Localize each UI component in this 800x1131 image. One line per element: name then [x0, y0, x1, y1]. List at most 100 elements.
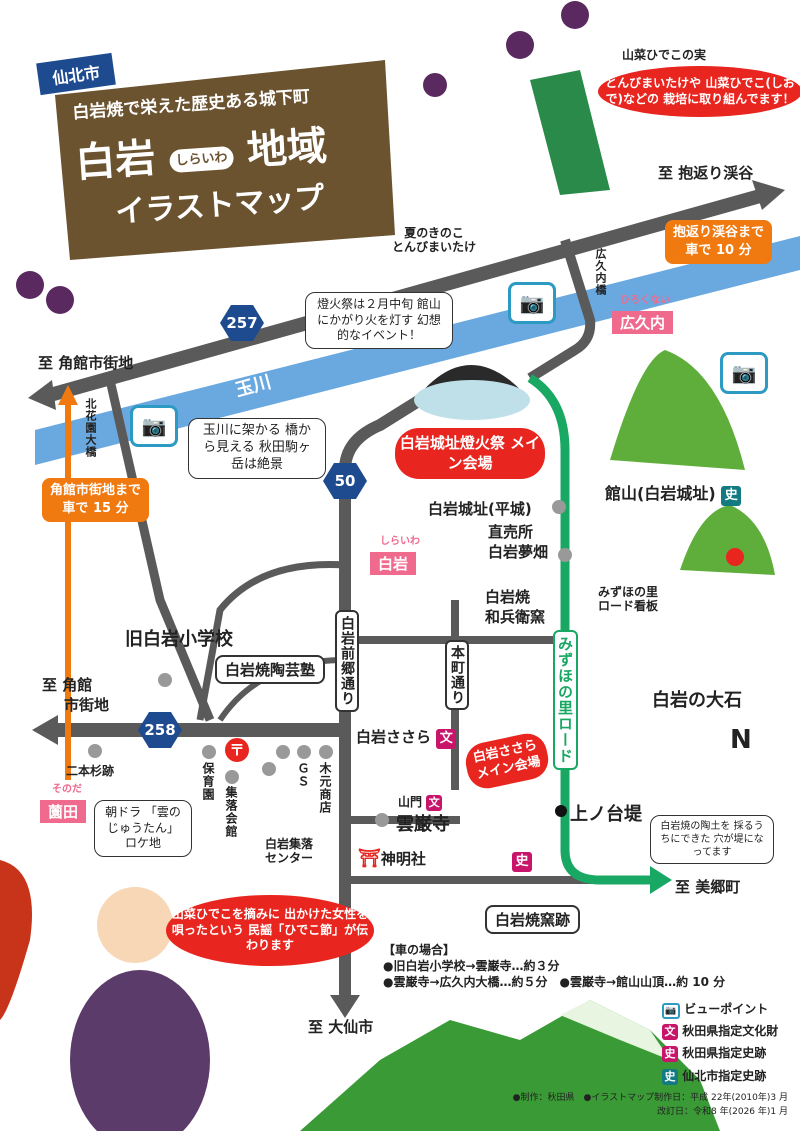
post-office-icon: 〒	[225, 738, 249, 762]
old-school-label: 旧白岩小学校	[125, 629, 233, 650]
viewpoint-camera-icon[interactable]: 📷	[130, 405, 178, 447]
grape-illustration	[16, 271, 44, 299]
chokubai-label: 直売所白岩夢畑	[488, 523, 548, 562]
kamamoto-line1: 白岩焼	[485, 588, 531, 606]
center-dot[interactable]	[262, 762, 276, 776]
street	[196, 561, 346, 721]
center-line1: 白岩集落	[265, 837, 314, 851]
unganji-dot[interactable]	[375, 813, 389, 827]
city-historic-site-icon: 史	[662, 1068, 678, 1085]
kakunodate-time-line2: 車で 15 分	[62, 501, 129, 517]
prefectural-cultural-property-icon: 文	[426, 795, 443, 811]
nihonsugi-label: 二本杉跡	[66, 764, 115, 778]
oishi-hill	[680, 505, 775, 575]
mizuho-sign-line2: ロード看板	[598, 599, 659, 614]
castle-site-dot[interactable]	[552, 500, 566, 514]
kitahanazono-bridge-label: 北花園大橋	[84, 398, 97, 458]
dakigaeri-time-box: 抱返り渓谷まで車で 10 分	[665, 220, 773, 265]
sanmon-label: 山門 文	[398, 793, 443, 811]
arrow-right-icon	[650, 866, 672, 894]
dakigaeri-time-line2: 車で 10 分	[685, 243, 752, 259]
direction-kakunodate-mid: 至 角館市街地	[42, 676, 109, 715]
kamamoto-label: 白岩焼和兵衛窯	[485, 588, 545, 627]
credits-made: ●イラストマップ制作日：平成 22年(2010年)3 月	[583, 1093, 788, 1103]
prefectural-historic-site-icon: 史	[512, 852, 532, 872]
car-info-line23: ●雲巌寺→広久内大橋…約５分 ●雲巌寺→館山山頂…約 10 分	[383, 974, 725, 990]
credits: ●制作：秋田県 ●イラストマップ制作日：平成 22年(2010年)3 月 改訂日…	[488, 1092, 788, 1119]
legend-item-city-historic: 史 仙北市指定史跡	[662, 1065, 778, 1087]
credits-maker: ●制作：秋田県	[512, 1093, 575, 1103]
grape-illustration	[561, 1, 589, 29]
chokubai-dot[interactable]	[558, 548, 572, 562]
kimoto-label: 木元商店	[318, 762, 332, 814]
arrow-left-icon	[32, 715, 58, 745]
tateyama-mountain	[610, 350, 745, 470]
woman-illustration	[70, 970, 210, 1131]
honmachi-street-label: 本町通り	[445, 640, 469, 710]
hoikuen-label: 保育園	[201, 762, 215, 801]
direction-misato: 至 美郷町	[675, 878, 741, 896]
old-school-dot[interactable]	[158, 673, 172, 687]
festival-main-bubble: 白岩城址燈火祭 メイン会場	[395, 428, 545, 479]
gs-label: ＧＳ	[296, 762, 310, 788]
mizuho-road-label: みずほの里ロード	[553, 630, 578, 770]
unganji-label: 雲巌寺	[396, 814, 450, 835]
tateyama-name: 館山(白岩城址)	[605, 484, 716, 503]
shinmeisha-name: 神明社	[380, 850, 426, 868]
shukai-dot[interactable]	[225, 770, 239, 784]
title-chiiki: 地域	[245, 123, 329, 175]
sanmon-name: 山門	[398, 795, 423, 809]
car-info-heading: 【車の場合】	[383, 943, 456, 957]
hoikuen-dot[interactable]	[202, 745, 216, 759]
hirokunai-area-label: 広久内	[612, 311, 674, 334]
city-historic-site-icon: 史	[721, 486, 742, 506]
kakunodate-time-line1: 角館市街地まで	[50, 483, 142, 498]
shiraiwa-reading: しらいわ	[380, 536, 420, 547]
direction-kakunodate-top: 至 角館市街地	[38, 354, 134, 372]
kaminodai-dot[interactable]	[555, 805, 567, 817]
car-info: 【車の場合】 ●旧白岩小学校→雲巌寺…約３分 ●雲巌寺→広久内大橋…約５分 ●雲…	[383, 942, 725, 991]
viewpoint-camera-icon[interactable]: 📷	[720, 352, 768, 394]
legend-label: 仙北市指定史跡	[682, 1068, 767, 1083]
camera-icon: 📷	[662, 1003, 680, 1019]
credits-line1: ●制作：秋田県 ●イラストマップ制作日：平成 22年(2010年)3 月	[488, 1092, 788, 1106]
grape-illustration	[46, 286, 74, 314]
sansai-label: 山菜ひでこの実	[622, 48, 707, 62]
kakunodate-time-box: 角館市街地まで車で 15 分	[42, 478, 150, 523]
car-info-line3: ●雲巌寺→館山山頂…約 10 分	[559, 975, 726, 990]
castle-site-label: 白岩城址(平城)	[428, 500, 532, 518]
kinoko-label: 夏のきのことんびまいたけ	[392, 226, 476, 255]
arrow-down-icon	[330, 995, 360, 1018]
bridge-view-bubble: 玉川に架かる 橋から見える 秋田駒ヶ岳は絶景	[188, 418, 326, 479]
tateyama-label: 館山(白岩城址) 史	[605, 480, 742, 506]
gs-dot[interactable]	[297, 745, 311, 759]
pottery-school-dot[interactable]	[276, 745, 290, 759]
shukai-label: 集落会館	[224, 786, 238, 838]
hirokunai-reading: ひろくない	[620, 295, 670, 306]
tamagawa-river	[35, 236, 800, 465]
woman-face	[97, 887, 173, 963]
oishi-label: 白岩の大石	[652, 690, 742, 711]
dakigaeri-time-line1: 抱返り渓谷まで	[673, 225, 765, 240]
shiraiwa-area-label: 白岩	[370, 552, 417, 575]
mizuho-road	[527, 374, 655, 885]
sasara-name: 白岩ささら	[356, 728, 432, 746]
pottery-school-label: 白岩焼陶芸塾	[215, 655, 326, 684]
mizuho-sign-line1: みずほの里	[598, 585, 659, 599]
viewpoint-camera-icon[interactable]: 📷	[508, 282, 556, 324]
prefectural-cultural-property-icon: 文	[662, 1024, 678, 1041]
north-indicator: N	[730, 725, 752, 755]
arrow-left-icon	[28, 380, 56, 410]
kimoto-dot[interactable]	[319, 745, 333, 759]
festival-lanterns	[414, 380, 530, 420]
legend-item-viewpoint: 📷 ビューポイント	[662, 998, 778, 1020]
direction-daisen: 至 大仙市	[308, 1018, 374, 1036]
nihonsugi-dot[interactable]	[88, 744, 102, 758]
direction-dakigaeri: 至 抱返り渓谷	[658, 164, 754, 182]
mizuho-sign-label: みずほの里ロード看板	[598, 585, 658, 614]
farmer-bubble: とんびまいたけや 山菜ひでこ(しおで)などの 栽培に取り組んでます！	[598, 66, 800, 118]
legend-item-cultural: 文 秋田県指定文化財	[662, 1020, 778, 1042]
kaminodai-label: 上ノ台堤	[570, 804, 642, 825]
hirokunai-bridge-road	[527, 238, 596, 383]
chokubai-line2: 白岩夢畑	[488, 542, 549, 561]
